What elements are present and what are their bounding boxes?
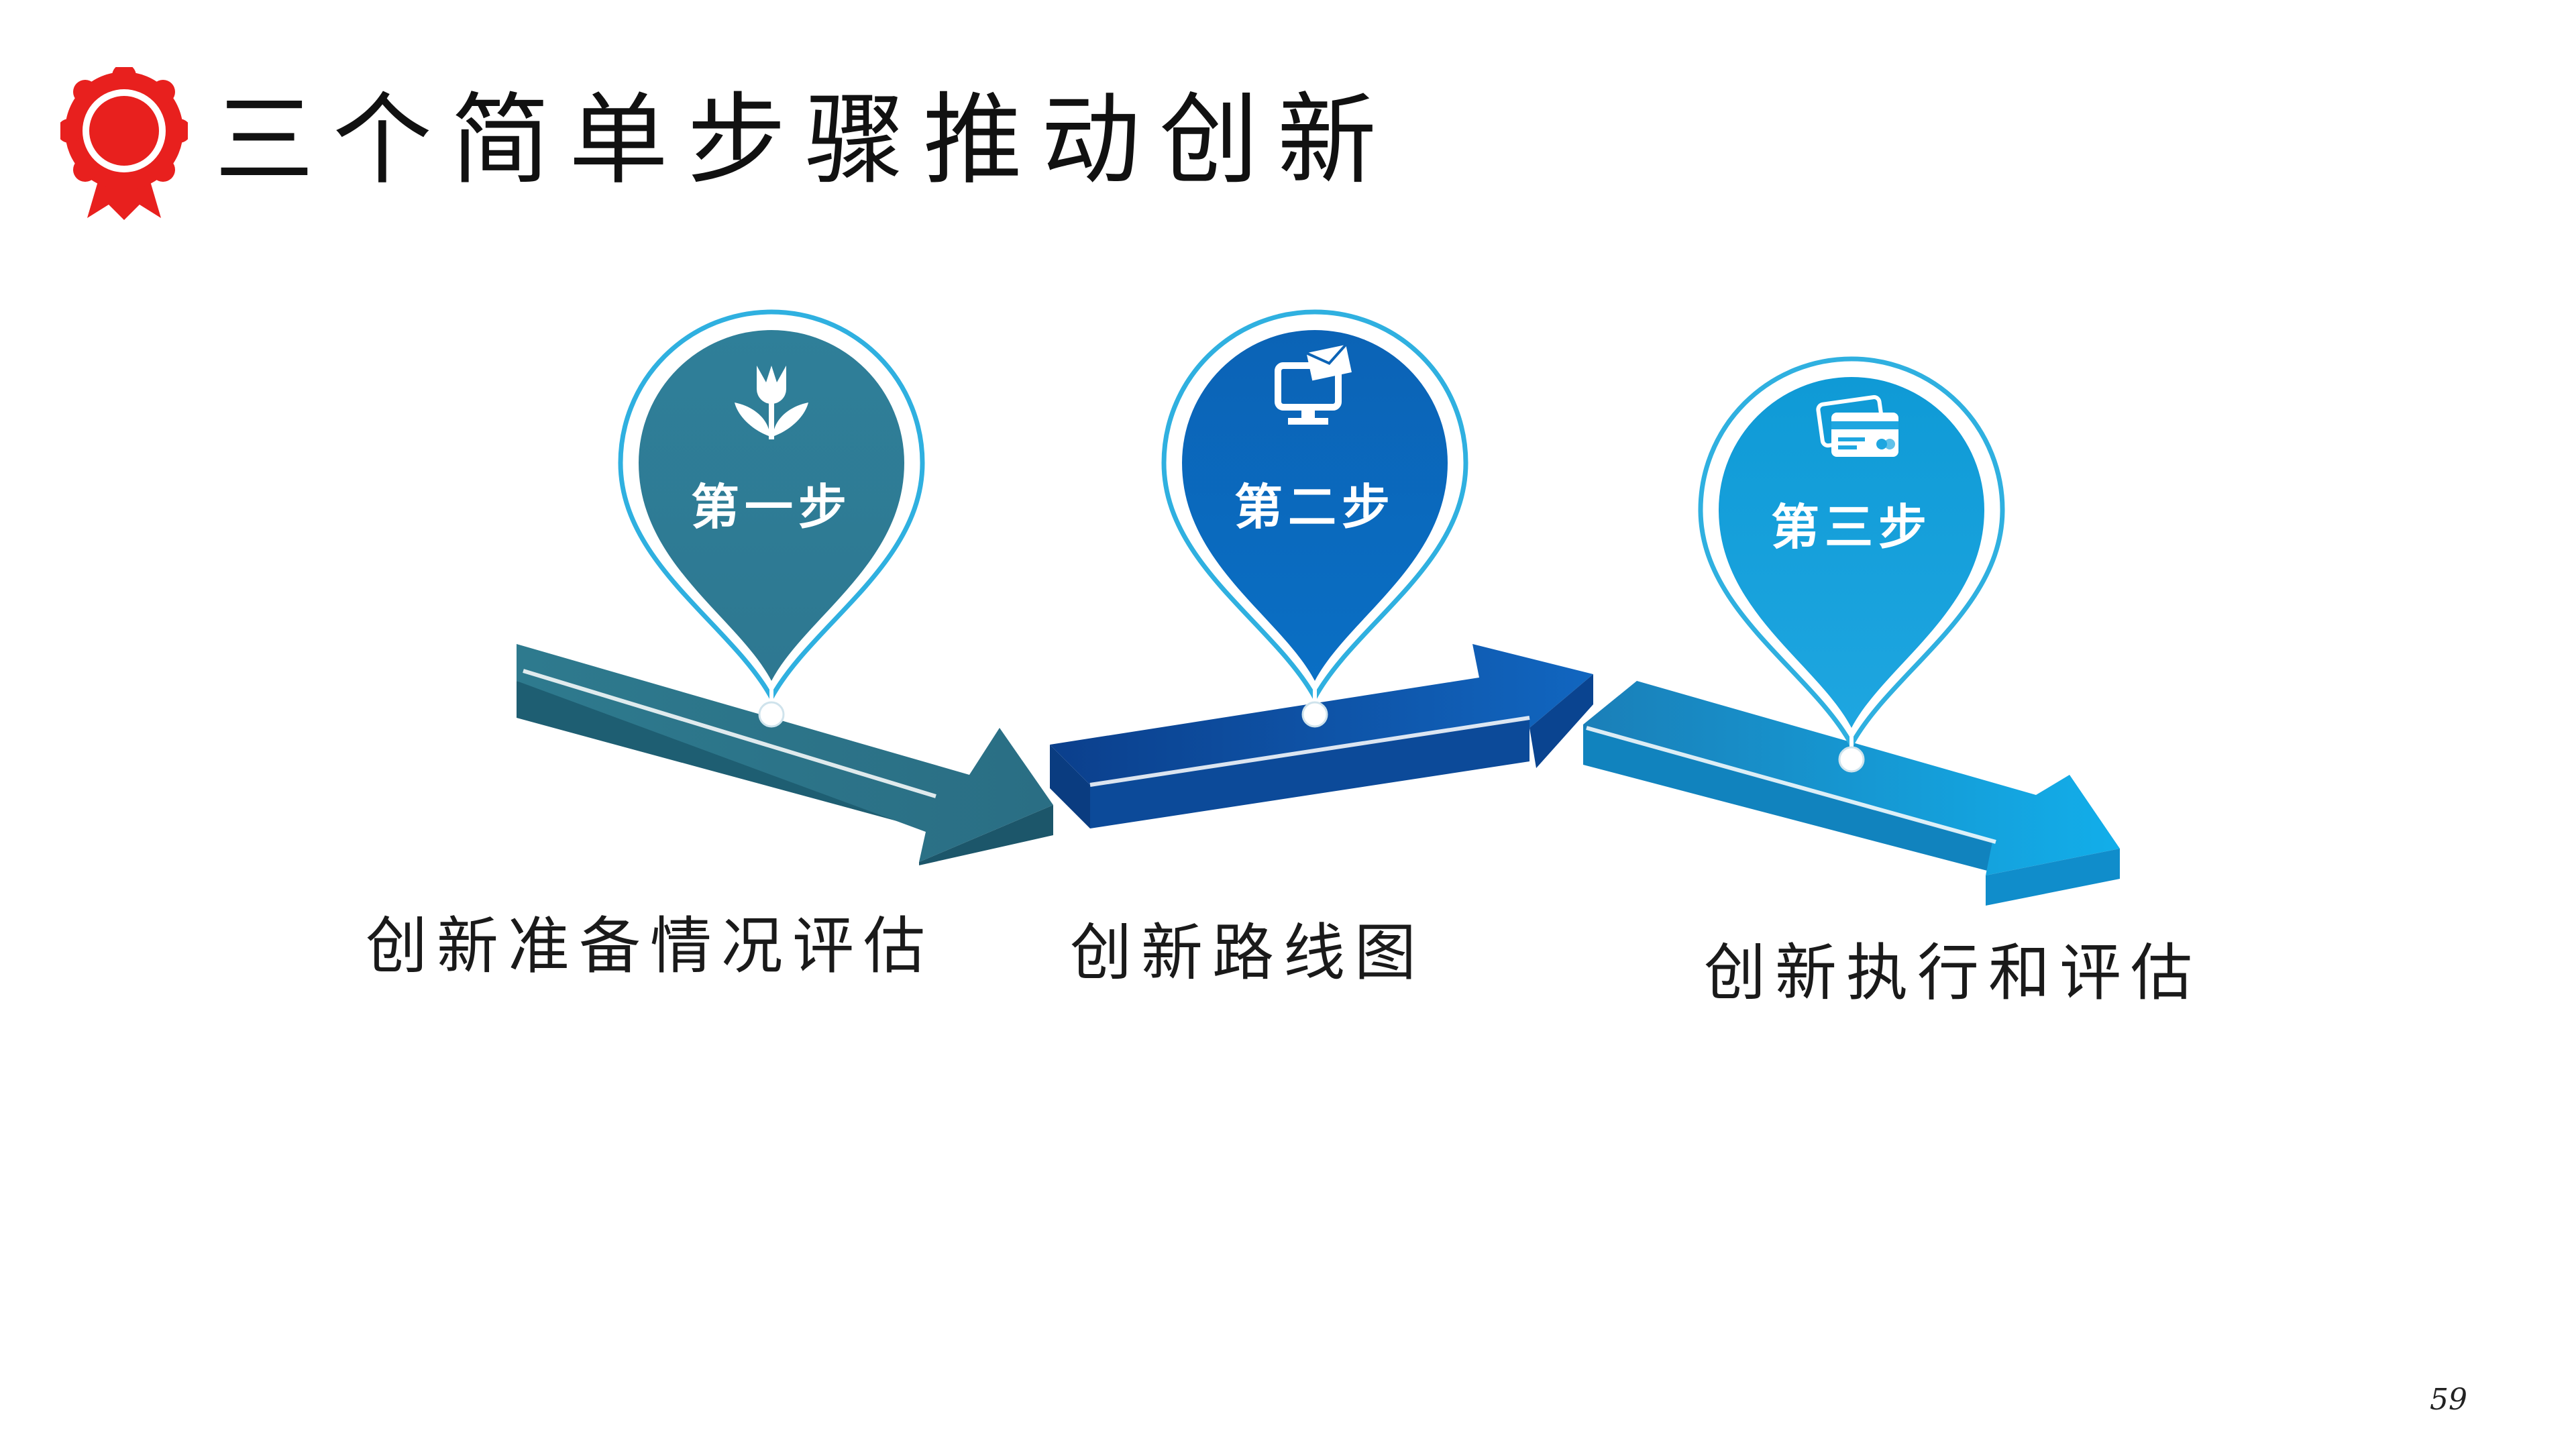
page-number: 59 [2430, 1383, 2467, 1417]
pin-step-2 [1161, 309, 1468, 728]
credit-card-icon [1816, 395, 1898, 457]
step-2-caption: 创新路线图 [1070, 917, 1426, 989]
arrow-step-1 [517, 644, 1053, 865]
step-3-label: 第三步 [1770, 498, 1932, 555]
step-1-label: 第一步 [690, 478, 852, 535]
step-3-caption: 创新执行和评估 [1704, 937, 2202, 1009]
step-2-label: 第二步 [1234, 478, 1395, 535]
computer-mail-icon [1275, 343, 1352, 425]
pin-step-1 [618, 309, 925, 728]
step-1-caption: 创新准备情况评估 [366, 910, 935, 982]
arrow-step-3 [1583, 681, 2120, 906]
award-badge-icon [60, 67, 188, 220]
pin-step-3 [1698, 356, 2005, 773]
tulip-icon [735, 366, 808, 439]
page-title: 三个简单步骤推动创新 [215, 83, 1395, 198]
